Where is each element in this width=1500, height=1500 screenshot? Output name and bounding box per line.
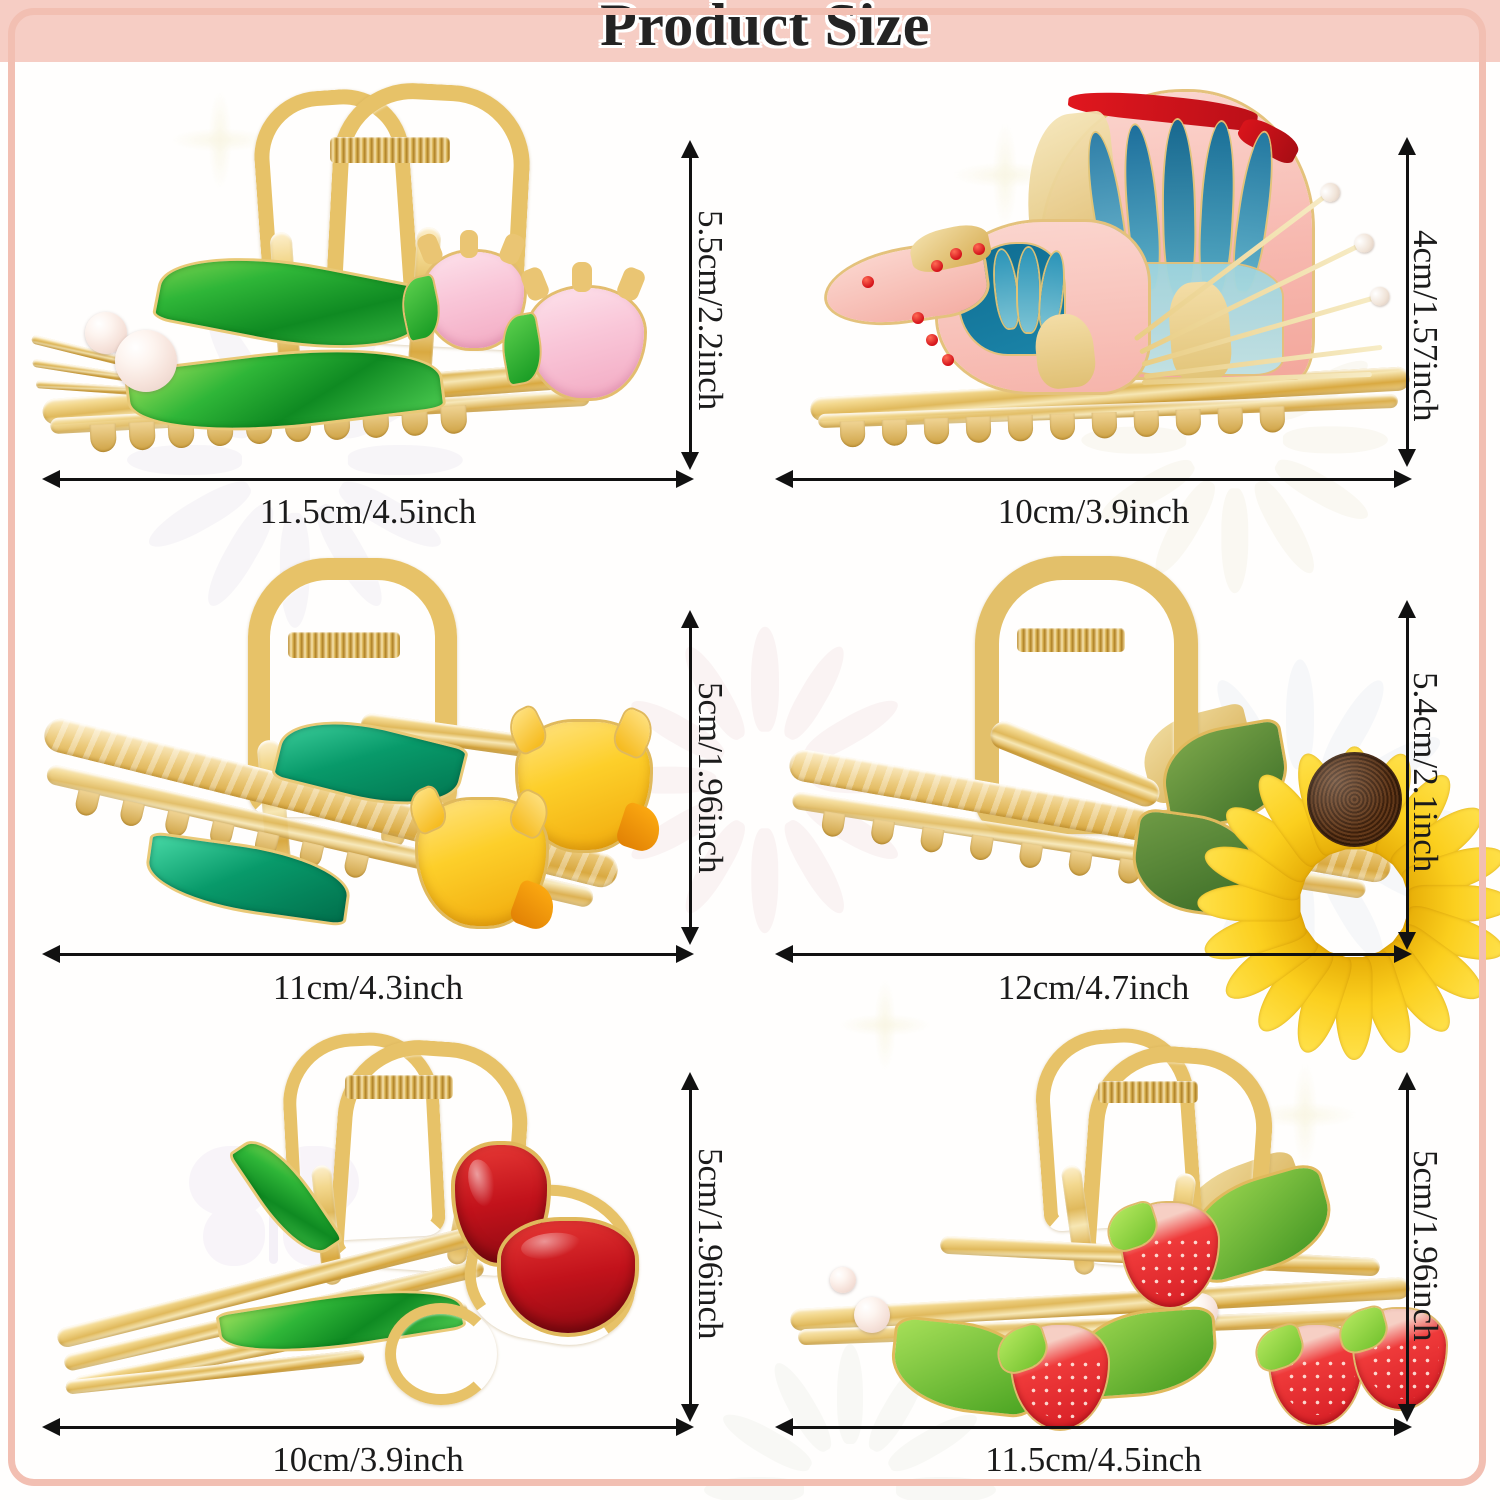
claw-spring bbox=[330, 137, 450, 163]
page-title: Product Size bbox=[600, 0, 930, 58]
width-dimension-arrow-strawberry-clip bbox=[775, 1418, 1412, 1436]
red-dot bbox=[912, 312, 924, 324]
height-dimension-label-red-tulip-clip: 5cm/1.96inch bbox=[691, 1148, 730, 1340]
width-dimension-arrow-butterfly-clip bbox=[775, 470, 1412, 488]
product-image-butterfly-clip bbox=[790, 82, 1450, 472]
width-dimension-label-red-tulip-clip: 10cm/3.9inch bbox=[272, 1440, 464, 1479]
height-dimension-label-lily-of-the-valley-clip: 5.5cm/2.2inch bbox=[691, 210, 730, 411]
product-cell-yellow-tulip-clip: 5cm/1.96inch 11cm/4.3inch bbox=[0, 530, 740, 1020]
strawberry bbox=[992, 1322, 1108, 1429]
height-dimension-arrow-red-tulip-clip bbox=[681, 1072, 699, 1422]
width-dimension-arrow-sunflower-clip bbox=[775, 945, 1412, 963]
red-dot bbox=[942, 354, 954, 366]
height-dimension-label-sunflower-clip: 5.4cm/2.1inch bbox=[1406, 672, 1445, 873]
red-dot bbox=[926, 334, 938, 346]
product-image-lily-of-the-valley-clip bbox=[30, 79, 690, 472]
pink-flower bbox=[498, 262, 650, 404]
red-dot bbox=[862, 276, 874, 288]
product-image-red-tulip-clip bbox=[35, 1025, 695, 1415]
width-dimension-label-strawberry-clip: 11.5cm/4.5inch bbox=[985, 1440, 1202, 1479]
yellow-tulip bbox=[405, 785, 561, 940]
product-cell-butterfly-clip: 4cm/1.57inch 10cm/3.9inch bbox=[745, 62, 1500, 532]
width-dimension-arrow-yellow-tulip-clip bbox=[42, 945, 694, 963]
product-image-yellow-tulip-clip bbox=[30, 550, 690, 950]
product-image-strawberry-clip bbox=[789, 1023, 1450, 1429]
claw-spring bbox=[345, 1075, 453, 1099]
title-banner: Product Size bbox=[0, 0, 1500, 62]
width-dimension-arrow-lily-of-the-valley-clip bbox=[42, 470, 694, 488]
gold-swirl bbox=[385, 1303, 497, 1405]
height-dimension-arrow-lily-of-the-valley-clip bbox=[681, 140, 699, 470]
height-dimension-label-strawberry-clip: 5cm/1.96inch bbox=[1406, 1150, 1445, 1342]
pearl bbox=[830, 1267, 856, 1293]
strawberry bbox=[1102, 1200, 1218, 1307]
red-dot bbox=[973, 243, 985, 255]
height-dimension-label-yellow-tulip-clip: 5cm/1.96inch bbox=[691, 682, 730, 874]
claw-spring bbox=[1098, 1081, 1198, 1103]
product-cell-sunflower-clip: 5.4cm/2.1inch 12cm/4.7inch bbox=[745, 530, 1500, 1060]
product-cell-red-tulip-clip: 5cm/1.96inch 10cm/3.9inch bbox=[0, 1010, 740, 1500]
red-tulip bbox=[495, 1213, 645, 1343]
pearl bbox=[115, 330, 177, 392]
strawberry bbox=[1335, 1305, 1446, 1409]
pearl bbox=[854, 1297, 890, 1333]
red-dot bbox=[931, 260, 943, 272]
sunflower-center bbox=[1307, 752, 1402, 847]
width-dimension-label-sunflower-clip: 12cm/4.7inch bbox=[997, 968, 1190, 1007]
width-dimension-label-butterfly-clip: 10cm/3.9inch bbox=[997, 492, 1190, 531]
width-dimension-label-lily-of-the-valley-clip: 11.5cm/4.5inch bbox=[259, 492, 477, 531]
height-dimension-arrow-butterfly-clip bbox=[1398, 137, 1416, 467]
red-dot bbox=[950, 248, 962, 260]
width-dimension-arrow-red-tulip-clip bbox=[42, 1418, 694, 1436]
product-cell-strawberry-clip: 5cm/1.96inch 11.5cm/4.5inch bbox=[745, 1010, 1500, 1500]
claw-spring bbox=[288, 632, 400, 658]
width-dimension-label-yellow-tulip-clip: 11cm/4.3inch bbox=[272, 968, 464, 1007]
height-dimension-label-butterfly-clip: 4cm/1.57inch bbox=[1406, 230, 1445, 422]
product-image-sunflower-clip bbox=[785, 550, 1500, 1060]
product-cell-lily-of-the-valley-clip: 5.5cm/2.2inch 11.5cm/4.5inch bbox=[0, 62, 740, 532]
height-dimension-arrow-strawberry-clip bbox=[1398, 1072, 1416, 1422]
claw-spring bbox=[1017, 628, 1125, 652]
